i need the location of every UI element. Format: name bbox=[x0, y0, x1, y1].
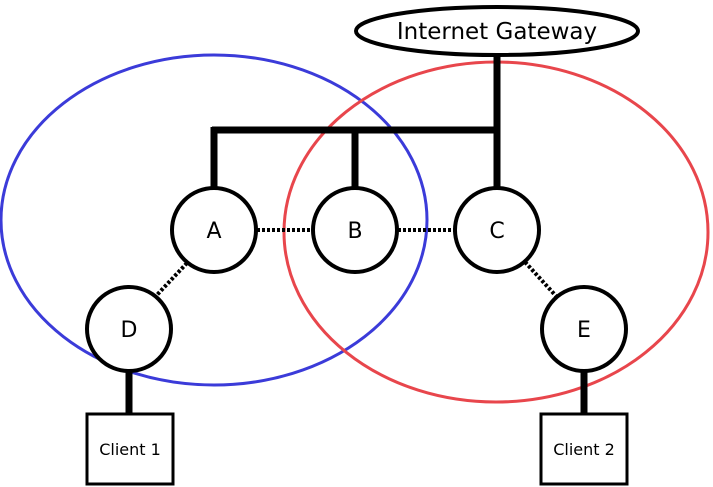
node-d: D bbox=[85, 285, 173, 373]
node-c-label: C bbox=[489, 219, 504, 244]
node-b-label: B bbox=[347, 219, 362, 244]
mesh-links bbox=[153, 228, 558, 299]
uplink-bus bbox=[210, 52, 501, 190]
client-1: Client 1 bbox=[85, 412, 175, 486]
node-c-circle bbox=[453, 186, 541, 274]
node-b-circle bbox=[311, 186, 399, 274]
node-d-label: D bbox=[121, 318, 138, 343]
node-c: C bbox=[453, 186, 541, 274]
link-c-e bbox=[523, 260, 558, 298]
gateway-label: Internet Gateway bbox=[397, 19, 597, 45]
client-2-box bbox=[539, 412, 629, 486]
node-a: A bbox=[170, 186, 258, 274]
gateway-ellipse bbox=[354, 5, 640, 57]
internet-gateway: Internet Gateway bbox=[354, 5, 640, 57]
zone-left-ellipse bbox=[0, 53, 429, 387]
node-b: B bbox=[311, 186, 399, 274]
client-2: Client 2 bbox=[539, 412, 629, 486]
node-e-label: E bbox=[577, 318, 591, 343]
node-e-circle bbox=[540, 285, 628, 373]
node-a-circle bbox=[170, 186, 258, 274]
node-d-circle bbox=[85, 285, 173, 373]
client-2-label: Client 2 bbox=[553, 440, 615, 459]
link-a-d bbox=[153, 261, 189, 299]
client-drops bbox=[125, 370, 588, 414]
client-1-box bbox=[85, 412, 175, 486]
node-a-label: A bbox=[206, 219, 221, 244]
node-e: E bbox=[540, 285, 628, 373]
client-1-label: Client 1 bbox=[99, 440, 161, 459]
